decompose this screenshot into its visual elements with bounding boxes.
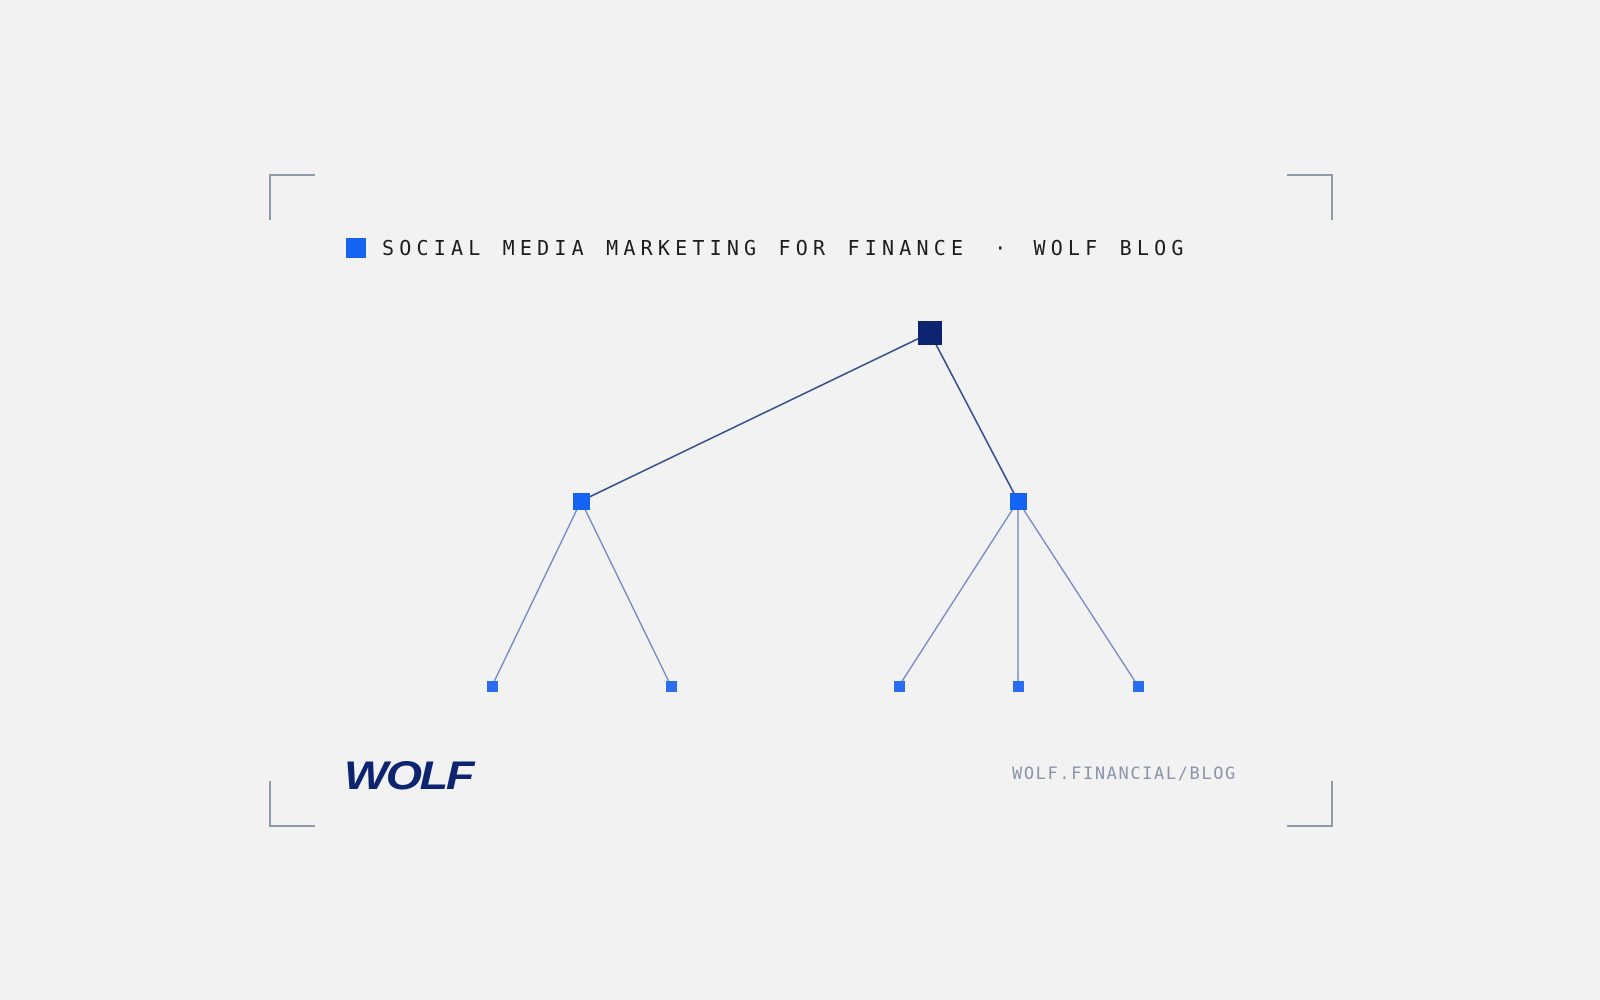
tree-leaf-node-5 — [1133, 681, 1144, 692]
tree-root-node — [918, 321, 942, 345]
edge-branch-left-to-leaf-1 — [491, 500, 582, 687]
header: SOCIAL MEDIA MARKETING FOR FINANCE · WOL… — [346, 236, 1189, 260]
tree-leaf-node-4 — [1013, 681, 1024, 692]
corner-mark-top-left — [269, 174, 315, 220]
edge-root-to-branch-left — [580, 332, 931, 502]
section-label: WOLF BLOG — [1033, 236, 1189, 260]
corner-mark-bottom-left — [269, 781, 315, 827]
svg-text:WOLF: WOLF — [344, 756, 476, 794]
tree-branch-node-right — [1010, 493, 1027, 510]
tree-leaf-node-1 — [487, 681, 498, 692]
wolf-logo: WOLF — [344, 756, 476, 794]
corner-mark-bottom-right — [1287, 781, 1333, 827]
tree-nodes — [487, 321, 1144, 692]
header-square-icon — [346, 238, 366, 258]
blog-url: WOLF.FINANCIAL/BLOG — [1012, 764, 1237, 784]
tree-leaf-node-2 — [666, 681, 677, 692]
edge-root-to-branch-right — [929, 332, 1019, 502]
edge-branch-left-to-leaf-2 — [580, 500, 672, 687]
corner-mark-top-right — [1287, 174, 1333, 220]
edge-branch-right-to-leaf-3 — [898, 500, 1019, 687]
tree-edges — [491, 332, 1139, 687]
category-label: SOCIAL MEDIA MARKETING FOR FINANCE — [382, 236, 969, 260]
edge-branch-right-to-leaf-5 — [1017, 500, 1139, 687]
tree-branch-node-left — [573, 493, 590, 510]
header-separator: · — [994, 236, 1012, 260]
tree-leaf-node-3 — [894, 681, 905, 692]
